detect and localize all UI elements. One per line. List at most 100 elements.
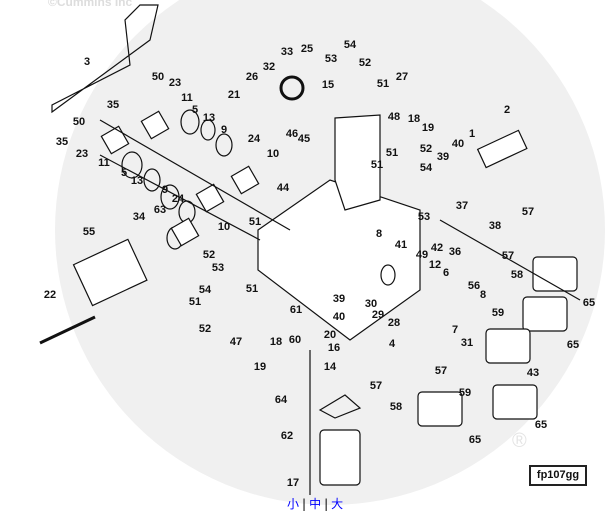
callout-label: 50 [152, 71, 164, 83]
callout-label: 56 [468, 280, 480, 292]
cover [170, 217, 200, 247]
size-small-link[interactable]: 小 [287, 497, 300, 511]
callout-label: 20 [324, 329, 336, 341]
callout-label: 5 [121, 167, 127, 179]
callout-label: 59 [492, 307, 504, 319]
callout-label: 40 [333, 311, 345, 323]
callout-label: 1 [469, 128, 475, 140]
callout-label: 18 [408, 113, 420, 125]
callout-label: 18 [270, 336, 282, 348]
o-ring [143, 168, 161, 192]
callout-label: 42 [431, 242, 443, 254]
callout-label: 27 [396, 71, 408, 83]
actuator [532, 256, 578, 292]
callout-label: 57 [370, 380, 382, 392]
callout-label: 46 [286, 128, 298, 140]
cover [140, 110, 170, 140]
callout-label: 25 [301, 43, 313, 55]
callout-label: 50 [73, 116, 85, 128]
size-links: 小|中|大 [287, 495, 343, 512]
callout-label: 7 [452, 324, 458, 336]
o-ring [200, 119, 216, 141]
valve-block [334, 114, 381, 211]
callout-label: 17 [287, 477, 299, 489]
callout-label: 52 [199, 323, 211, 335]
callout-label: 48 [388, 111, 400, 123]
callout-label: 32 [263, 61, 275, 73]
callout-label: 11 [181, 92, 193, 104]
callout-label: 52 [359, 57, 371, 69]
o-ring [121, 151, 143, 179]
callout-label: 55 [83, 226, 95, 238]
callout-label: 39 [437, 151, 449, 163]
callout-label: 44 [277, 182, 290, 194]
callout-label: 34 [133, 211, 146, 223]
callout-label: 24 [172, 193, 185, 205]
axis-line [439, 219, 581, 301]
callout-label: 51 [189, 296, 201, 308]
axis-line [99, 119, 291, 231]
callout-label: 53 [418, 211, 430, 223]
callout-label: 35 [56, 136, 68, 148]
callout-label: 65 [469, 434, 481, 446]
callout-label: 24 [248, 133, 261, 145]
callout-label: 8 [376, 228, 382, 240]
callout-label: 12 [429, 259, 441, 271]
callout-label: 58 [511, 269, 523, 281]
callout-label: 45 [298, 133, 310, 145]
callout-label: 13 [203, 112, 215, 124]
size-large-link[interactable]: 大 [331, 497, 344, 511]
filter-cartridge [476, 129, 528, 169]
callout-label: 54 [420, 162, 433, 174]
callout-label: 51 [377, 78, 389, 90]
callout-label: 65 [535, 419, 547, 431]
size-medium-link[interactable]: 中 [309, 497, 322, 511]
callout-label: 9 [221, 124, 227, 136]
callout-label: 3 [84, 56, 90, 68]
pump-motor [72, 238, 148, 307]
o-ring [380, 264, 396, 286]
callout-label: 51 [386, 147, 398, 159]
actuator [417, 391, 463, 427]
callout-label: 63 [154, 204, 166, 216]
callout-label: 38 [489, 220, 501, 232]
callout-label: 54 [199, 284, 212, 296]
rod [39, 315, 96, 345]
cover [195, 183, 225, 213]
callout-label: 58 [390, 401, 402, 413]
callout-label: 9 [162, 184, 168, 196]
callout-label: 51 [246, 283, 258, 295]
callout-label: 35 [107, 99, 119, 111]
callout-label: 33 [281, 46, 293, 58]
callout-label: 40 [452, 138, 464, 150]
gear [279, 75, 305, 101]
callout-label: 49 [416, 249, 428, 261]
copyright-watermark: ©Cummins Inc [48, 0, 133, 9]
gasket-64 [318, 394, 362, 419]
callout-label: 61 [290, 304, 302, 316]
callout-label: 64 [275, 394, 288, 406]
callout-label: 15 [322, 79, 334, 91]
callout-label: 23 [76, 148, 88, 160]
registered-mark: ® [512, 430, 527, 452]
callout-label: 57 [435, 365, 447, 377]
axis-line [99, 154, 261, 241]
callout-label: 43 [527, 367, 539, 379]
callout-label: 4 [389, 338, 396, 350]
callout-label: 36 [449, 246, 461, 258]
callout-label: 65 [583, 297, 595, 309]
separator: | [324, 497, 329, 511]
callout-label: 14 [324, 361, 337, 373]
separator: | [302, 497, 307, 511]
callout-label: 31 [461, 337, 473, 349]
actuator [485, 328, 531, 364]
callout-label: 41 [395, 239, 407, 251]
gasket-plate [51, 4, 159, 114]
parts-drawing [39, 4, 581, 495]
callout-label: 59 [459, 387, 471, 399]
callout-label: 13 [131, 175, 143, 187]
callout-label: 29 [372, 309, 384, 321]
callout-label: 53 [325, 53, 337, 65]
